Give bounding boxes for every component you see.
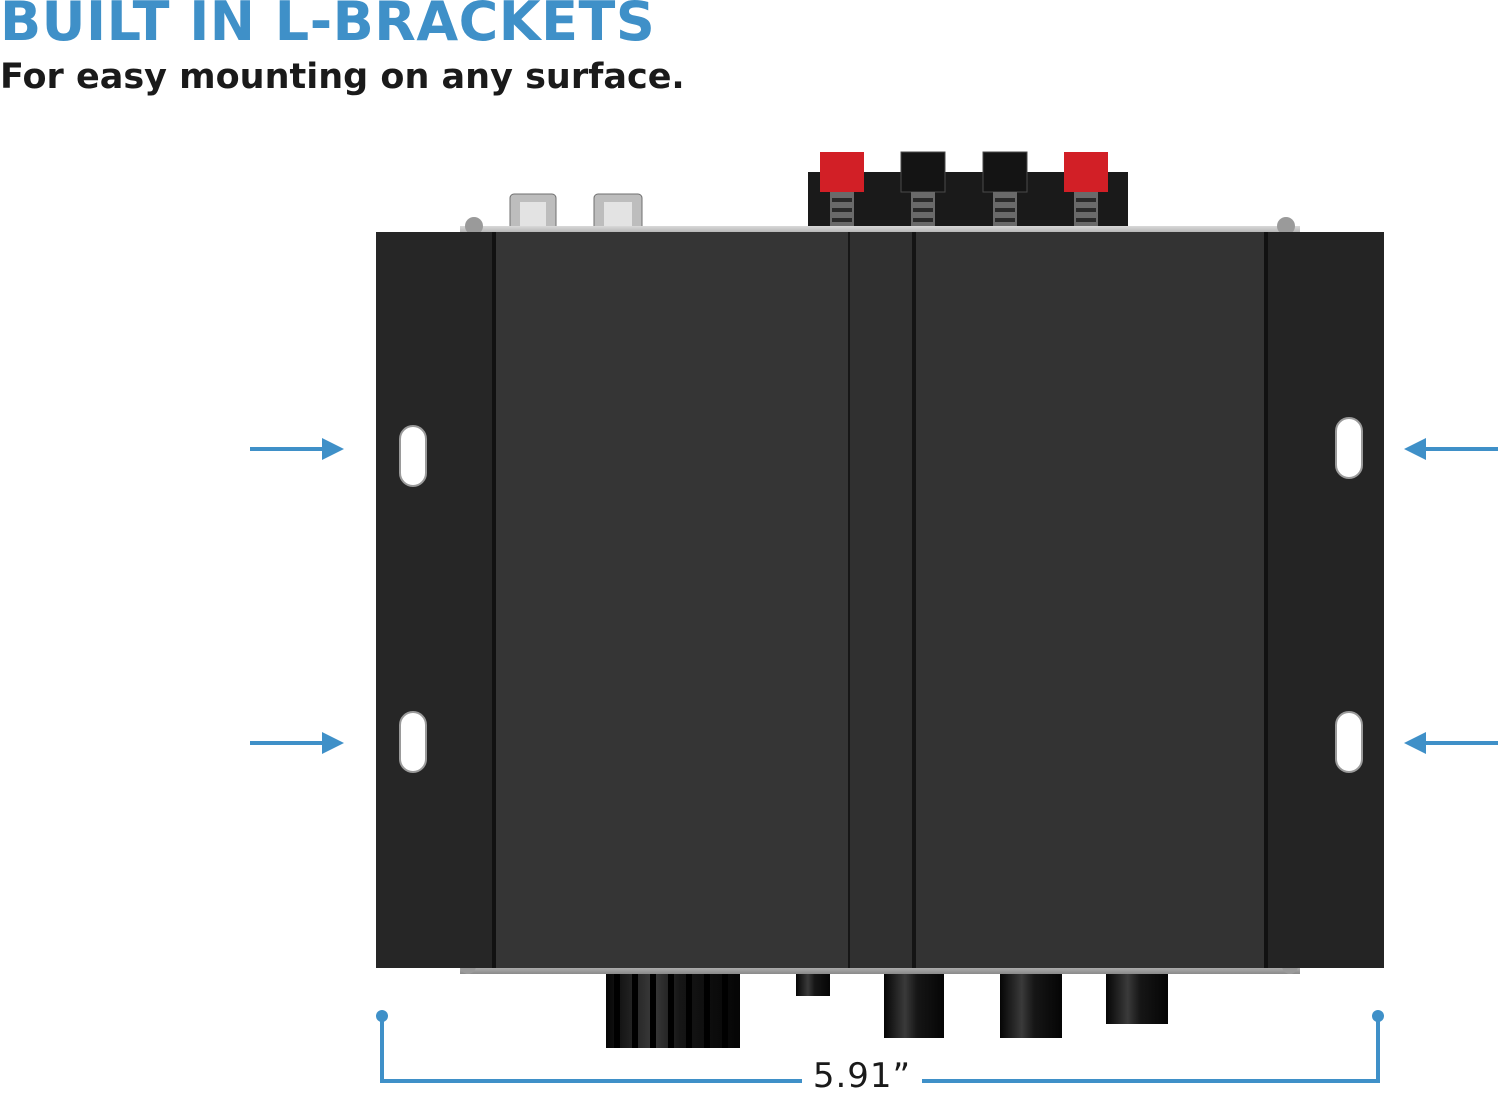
subheadline: For easy mounting on any surface. xyxy=(0,57,685,97)
cover-center-strip xyxy=(850,232,912,968)
screw-icon xyxy=(1277,217,1295,235)
power-switch xyxy=(1106,966,1168,1024)
mounting-slot xyxy=(1335,417,1363,479)
l-bracket-left xyxy=(376,232,496,968)
mounting-slot xyxy=(399,425,427,487)
screw-icon xyxy=(465,217,483,235)
speaker-terminal-block xyxy=(808,151,1128,234)
mounting-slot xyxy=(1335,711,1363,773)
volume-knob xyxy=(606,968,740,1048)
cover-panel-left xyxy=(496,232,848,968)
treble-knob xyxy=(1000,966,1062,1038)
mounting-slot xyxy=(399,711,427,773)
arrow-right-icon xyxy=(250,438,344,460)
arrow-left-icon xyxy=(1404,438,1498,460)
bass-knob xyxy=(884,966,944,1038)
l-bracket-right xyxy=(1268,232,1384,968)
dimension-line-icon xyxy=(376,1010,1384,1083)
arrow-right-icon xyxy=(250,732,344,754)
headline: BUILT IN L-BRACKETS xyxy=(0,0,656,53)
amplifier-chassis xyxy=(376,232,1384,968)
cover-panel-right xyxy=(916,232,1264,968)
dimension-width-label: 5.91” xyxy=(812,1056,912,1096)
arrow-left-icon xyxy=(1404,732,1498,754)
